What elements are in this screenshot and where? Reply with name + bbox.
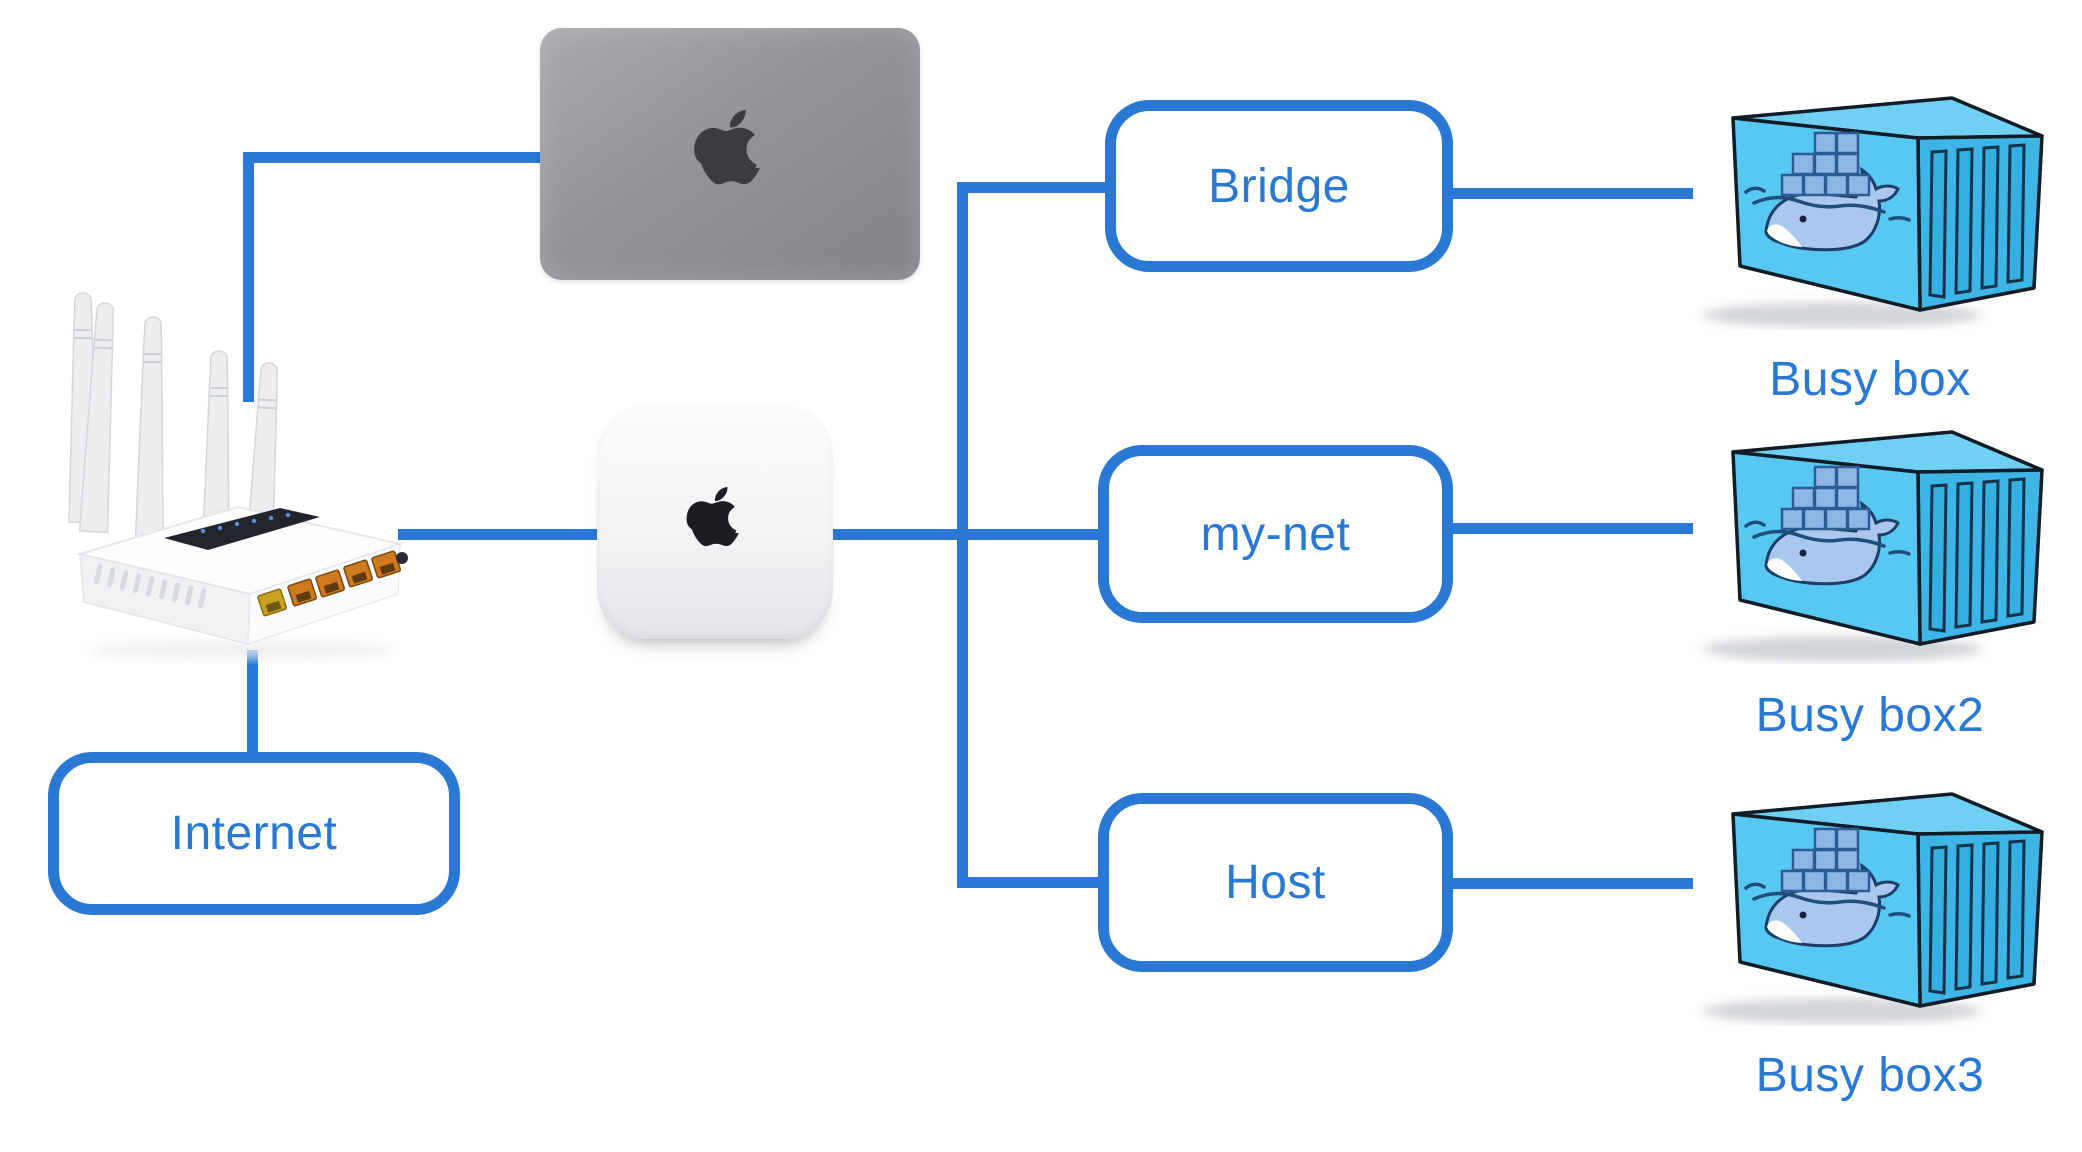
node-host: Host	[1098, 793, 1453, 972]
macbook-icon	[540, 28, 920, 280]
connector-mynet-busybox2	[1450, 523, 1693, 534]
connector-router-macmini	[398, 529, 600, 540]
node-host-label: Host	[1225, 856, 1326, 909]
connector-trunk-bridge	[957, 182, 1107, 193]
node-my-net-label: my-net	[1200, 507, 1351, 561]
node-internet-label: Internet	[170, 807, 338, 860]
busybox2-label: Busy box2	[1755, 689, 1985, 742]
connector-bridge-busybox	[1450, 188, 1693, 199]
busybox-label: Busy box	[1769, 353, 1971, 406]
docker-container-icon	[1690, 786, 2050, 1026]
docker-container-icon	[1690, 90, 2050, 330]
connector-trunk	[957, 182, 968, 888]
node-my-net: my-net	[1098, 445, 1453, 623]
connector-router-internet	[247, 650, 258, 755]
node-internet: Internet	[48, 752, 460, 915]
connector-router-macbook	[243, 152, 545, 163]
connector-host-busybox3	[1450, 878, 1693, 889]
connector-router-riser	[243, 152, 254, 402]
docker-container-icon	[1690, 424, 2050, 664]
node-bridge: Bridge	[1105, 100, 1453, 272]
mac-mini-icon	[597, 405, 833, 639]
connector-trunk-host	[957, 877, 1100, 888]
node-bridge-label: Bridge	[1208, 159, 1350, 213]
apple-logo-icon	[691, 108, 769, 200]
busybox3-label: Busy box3	[1755, 1049, 1985, 1102]
apple-logo-icon	[684, 485, 746, 559]
wifi-router-icon	[68, 292, 408, 659]
